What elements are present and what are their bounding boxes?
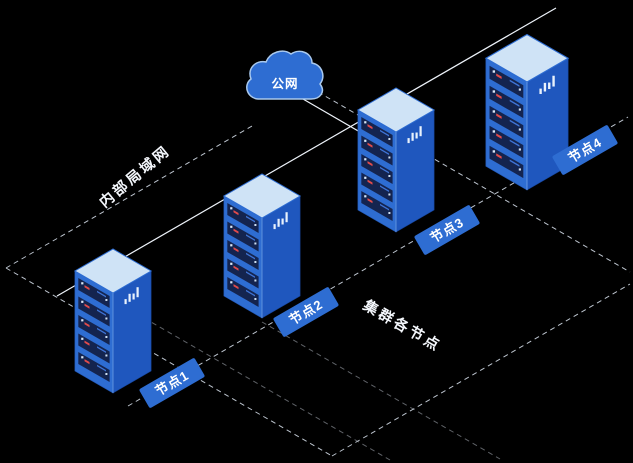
cloud-label: 公网 xyxy=(271,77,298,91)
badge-plate xyxy=(139,358,205,408)
cloud-icon xyxy=(246,50,324,100)
badge-plate xyxy=(414,205,480,255)
public-network-cloud: 公网 xyxy=(246,50,324,100)
badge-plate xyxy=(273,287,339,337)
lan-label: 内部局域网 xyxy=(95,141,174,211)
grid-line xyxy=(261,321,501,460)
grid-line xyxy=(112,299,391,461)
server-node-1 xyxy=(74,248,152,394)
grid-line xyxy=(5,125,253,269)
grid-line xyxy=(331,283,631,457)
cluster-label: 集群各节点 xyxy=(359,296,445,356)
badge-plate xyxy=(552,125,618,175)
network-links xyxy=(56,7,557,297)
server-node-3 xyxy=(357,87,435,233)
server-node-2 xyxy=(223,173,301,319)
server-node-4 xyxy=(485,33,569,191)
lan-link-line xyxy=(56,7,557,297)
grid-line xyxy=(317,91,631,273)
